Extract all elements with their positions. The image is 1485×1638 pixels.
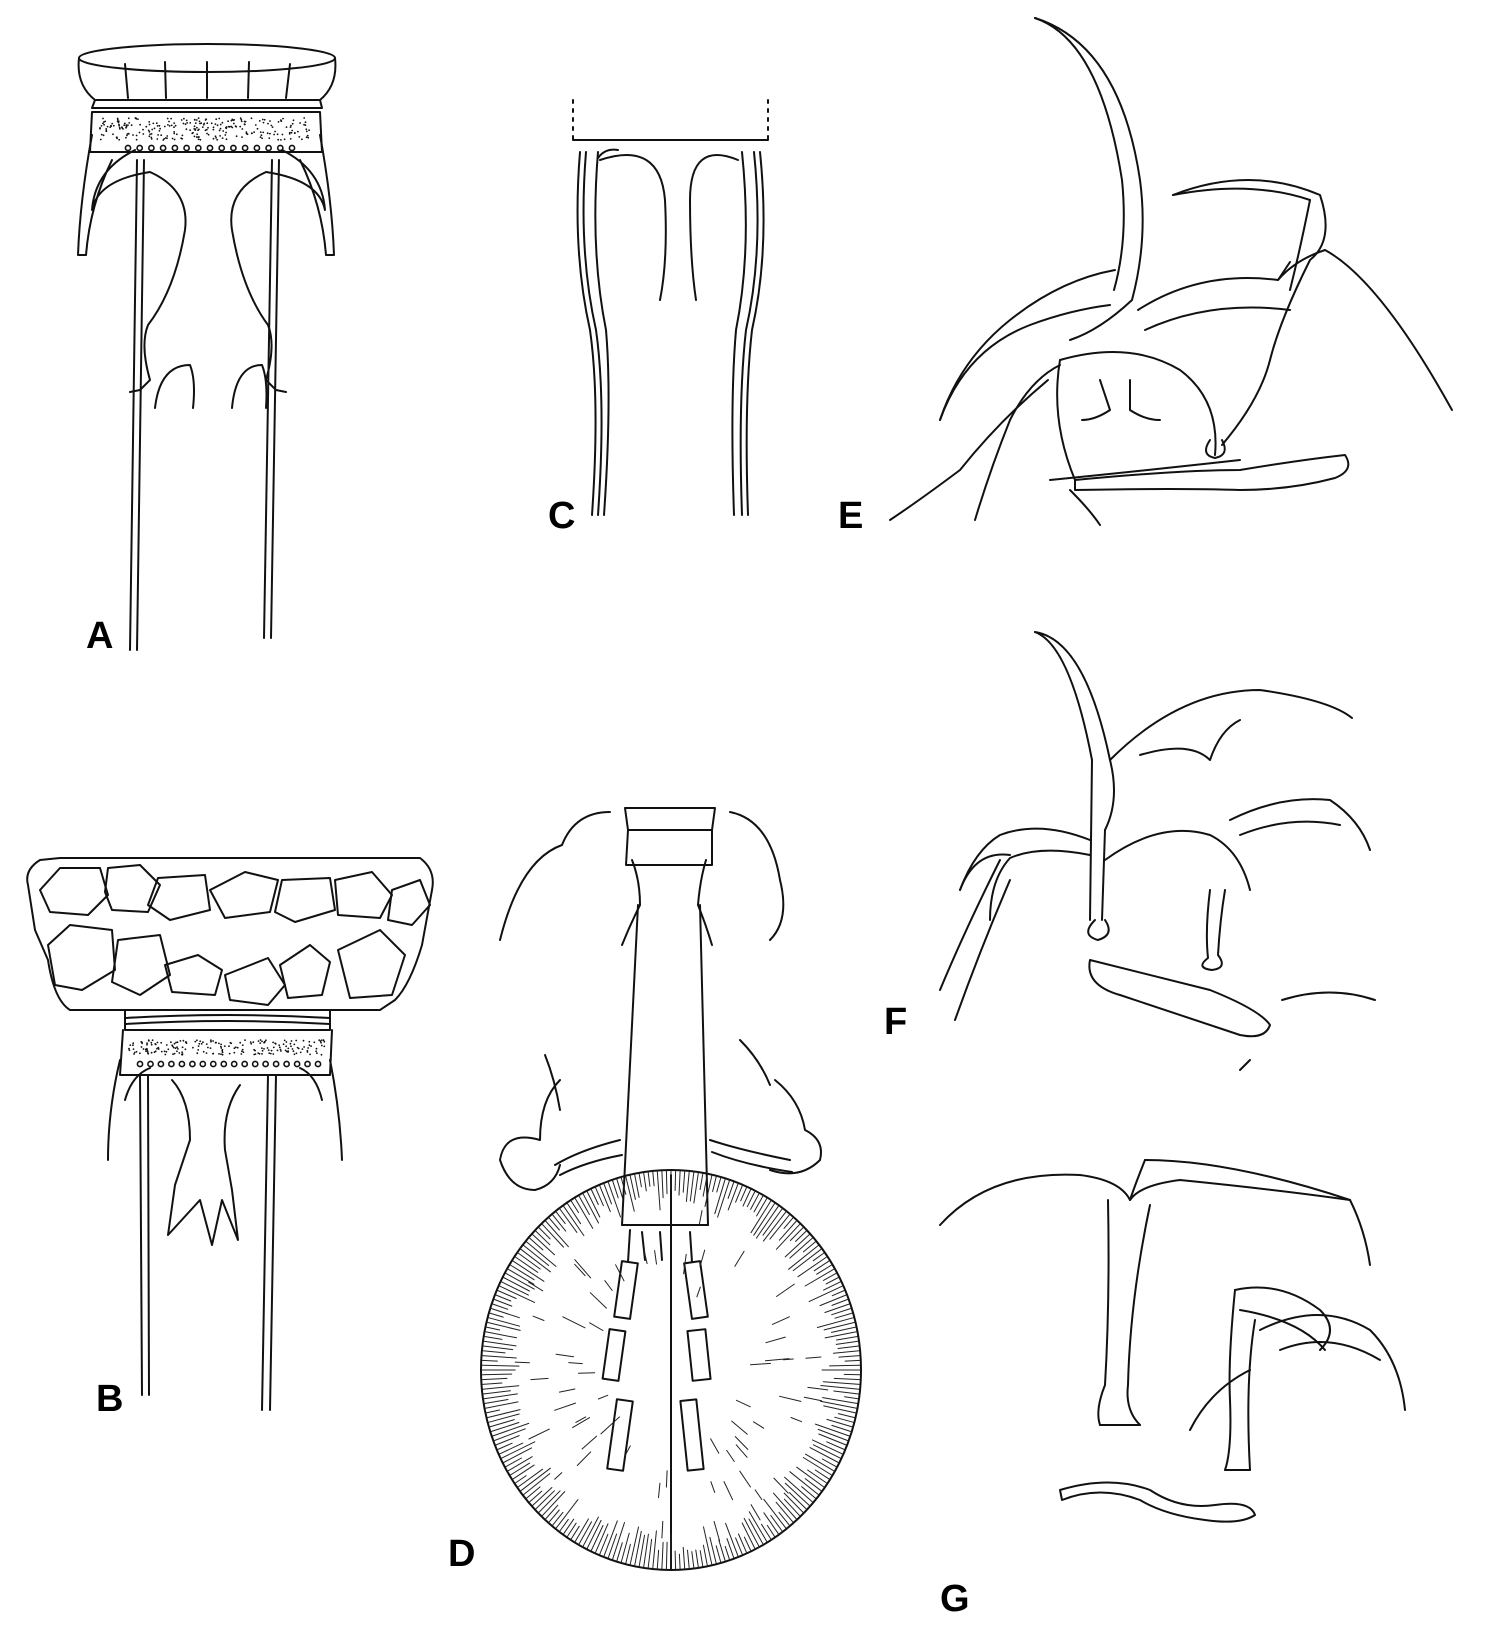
panel-label-e: E: [838, 495, 864, 537]
panel-label-f: F: [884, 1001, 908, 1043]
panel-b-pores: [136, 1060, 322, 1068]
panel-a-drawing: [77, 43, 337, 651]
panel-a-stipple: [99, 117, 310, 141]
panel-label-g: G: [940, 1578, 970, 1620]
panel-d-drawing: [480, 807, 862, 1571]
panel-e-drawing: [889, 17, 1453, 526]
panel-b-stipple: [128, 1039, 326, 1056]
panel-b-drawing: [26, 857, 434, 1411]
panel-label-d: D: [448, 1533, 476, 1575]
panel-label-a: A: [86, 615, 114, 657]
panel-c-drawing: [572, 99, 769, 516]
panel-a-pores: [124, 144, 296, 152]
panel-f-drawing: [939, 631, 1376, 1071]
panel-label-c: C: [548, 495, 576, 537]
panel-d-hatching: [481, 1170, 861, 1570]
panel-label-b: B: [96, 1378, 124, 1420]
panel-g-drawing: [939, 1159, 1406, 1523]
